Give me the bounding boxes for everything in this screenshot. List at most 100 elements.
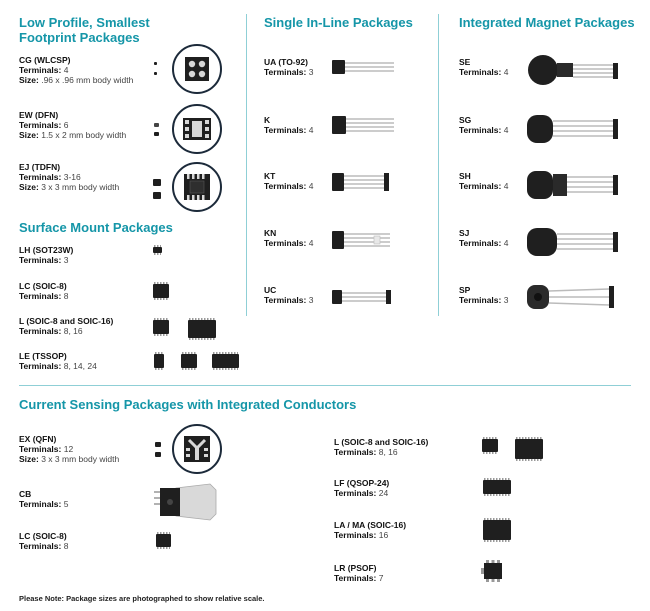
- chip-ew-small-1: [154, 123, 159, 127]
- chip-lc: [153, 282, 169, 300]
- pkg-sp-terminals: 3: [503, 295, 509, 305]
- magnet-sp-image: [527, 285, 614, 309]
- divider-left: [246, 14, 247, 316]
- pkg-le-name: LE (TSSOP): [19, 351, 67, 361]
- pkg-kn-terminals: 4: [308, 238, 314, 248]
- pkg-sh-name: SH: [459, 171, 471, 181]
- chip-cg-small-1: [154, 62, 157, 65]
- pkg-kn-name: KN: [264, 228, 277, 238]
- magnet-sh-image: [527, 171, 618, 199]
- pkg-la-text: LA / MA (SOIC-16) Terminals: 16: [334, 520, 407, 540]
- pkg-ex-name: EX (QFN): [19, 434, 57, 444]
- pkg-k-name: K: [264, 115, 271, 125]
- cb-image: [154, 483, 217, 521]
- pkg-lc-terminals: 8: [63, 291, 69, 301]
- pkg-lc2-name: LC (SOIC-8): [19, 531, 67, 541]
- chip-la: [483, 518, 511, 542]
- pkg-l-text: L (SOIC-8 and SOIC-16) Terminals: 8, 16: [19, 316, 114, 336]
- pkg-ex-terminals: 12: [63, 444, 74, 454]
- pkg-ej-name: EJ (TDFN): [19, 162, 61, 172]
- pkg-uc-name: UC: [264, 285, 277, 295]
- zoom-ej: [172, 162, 222, 212]
- pkg-ew-text: EW (DFN) Terminals: 6 Size: 1.5 x 2 mm b…: [19, 110, 127, 140]
- pkg-sg-terminals: 4: [503, 125, 509, 135]
- pkg-la-name: LA / MA (SOIC-16): [334, 520, 407, 530]
- pkg-uc-text: UC Terminals: 3: [264, 285, 314, 305]
- chip-ej-small-1: [153, 179, 161, 186]
- pkg-lr-text: LR (PSOF) Terminals: 7: [334, 563, 384, 583]
- pkg-sg-text: SG Terminals: 4: [459, 115, 509, 135]
- chip-ej-small-2: [153, 192, 161, 199]
- chip-le-14: [181, 352, 197, 370]
- pkg-ew-terminals: 6: [63, 120, 69, 130]
- chip-cg-small-2: [154, 72, 157, 75]
- sip-k-image: [332, 116, 394, 134]
- pkg-lc-name: LC (SOIC-8): [19, 281, 67, 291]
- pkg-lh-name: LH (SOT23W): [19, 245, 74, 255]
- chip-ex-small-1: [155, 442, 161, 447]
- pkg-lh-text: LH (SOT23W) Terminals: 3: [19, 245, 74, 265]
- pkg-sg-name: SG: [459, 115, 472, 125]
- magnet-sj-image: [527, 228, 618, 256]
- magnet-sg-image: [527, 115, 618, 143]
- pkg-ew-size: 1.5 x 2 mm body width: [41, 130, 127, 140]
- pkg-cb-text: CB Terminals: 5: [19, 489, 69, 509]
- pkg-kt-terminals: 4: [308, 181, 314, 191]
- pkg-k-text: K Terminals: 4: [264, 115, 314, 135]
- divider-right: [438, 14, 439, 316]
- chip-ex-small-2: [155, 452, 161, 457]
- low-profile-heading: Low Profile, Smallest Footprint Packages: [19, 15, 150, 45]
- chip-l2-16: [515, 437, 543, 461]
- pkg-sh-terminals: 4: [503, 181, 509, 191]
- pkg-l-name: L (SOIC-8 and SOIC-16): [19, 316, 114, 326]
- pkg-ej-terminals: 3-16: [63, 172, 81, 182]
- pkg-ej-text: EJ (TDFN) Terminals: 3-16 Size: 3 x 3 mm…: [19, 162, 120, 192]
- pkg-l2-name: L (SOIC-8 and SOIC-16): [334, 437, 429, 447]
- chip-ew-small-2: [154, 132, 159, 136]
- pkg-lr-terminals: 7: [378, 573, 384, 583]
- chip-l2-8: [482, 437, 498, 454]
- pkg-lf-terminals: 24: [378, 488, 389, 498]
- pkg-se-name: SE: [459, 57, 471, 67]
- pkg-lh-terminals: 3: [63, 255, 69, 265]
- pkg-lc2-text: LC (SOIC-8) Terminals: 8: [19, 531, 69, 551]
- chip-l-16: [188, 318, 216, 340]
- pkg-lf-text: LF (QSOP-24) Terminals: 24: [334, 478, 390, 498]
- pkg-se-text: SE Terminals: 4: [459, 57, 509, 77]
- zoom-cg: [172, 44, 222, 94]
- surface-mount-heading: Surface Mount Packages: [19, 220, 173, 235]
- pkg-lc2-terminals: 8: [63, 541, 69, 551]
- pkg-ew-name: EW (DFN): [19, 110, 59, 120]
- pkg-cg-terminals: 4: [63, 65, 69, 75]
- pkg-ej-size: 3 x 3 mm body width: [41, 182, 120, 192]
- pkg-ua-terminals: 3: [308, 67, 314, 77]
- magnet-se-image: [528, 55, 618, 85]
- chip-lh: [153, 245, 162, 255]
- pkg-l-terminals: 8, 16: [63, 326, 83, 336]
- divider-horizontal: [19, 385, 631, 386]
- pkg-kt-text: KT Terminals: 4: [264, 171, 314, 191]
- pkg-l2-terminals: 8, 16: [378, 447, 398, 457]
- chip-l-8: [153, 318, 169, 336]
- sip-kn-image: [332, 231, 390, 249]
- pkg-ua-text: UA (TO-92) Terminals: 3: [264, 57, 314, 77]
- pkg-cg-size: .96 x .96 mm body width: [41, 75, 134, 85]
- pkg-cb-terminals: 5: [63, 499, 69, 509]
- pkg-uc-terminals: 3: [308, 295, 314, 305]
- pkg-lc-text: LC (SOIC-8) Terminals: 8: [19, 281, 69, 301]
- sip-uc-image: [332, 290, 391, 304]
- zoom-ex: [172, 424, 222, 474]
- pkg-sj-terminals: 4: [503, 238, 509, 248]
- footnote: Please Note: Package sizes are photograp…: [19, 594, 265, 603]
- pkg-cg-name: CG (WLCSP): [19, 55, 71, 65]
- pkg-kt-name: KT: [264, 171, 276, 181]
- sip-ua-image: [332, 60, 394, 74]
- pkg-sj-name: SJ: [459, 228, 470, 238]
- chip-le-24: [212, 352, 239, 370]
- current-sensing-heading: Current Sensing Packages with Integrated…: [19, 397, 357, 412]
- chip-lf: [483, 478, 511, 496]
- lr-image: [481, 560, 502, 582]
- chip-le-8: [154, 352, 164, 370]
- pkg-le-text: LE (TSSOP) Terminals: 8, 14, 24: [19, 351, 97, 371]
- pkg-lf-name: LF (QSOP-24): [334, 478, 390, 488]
